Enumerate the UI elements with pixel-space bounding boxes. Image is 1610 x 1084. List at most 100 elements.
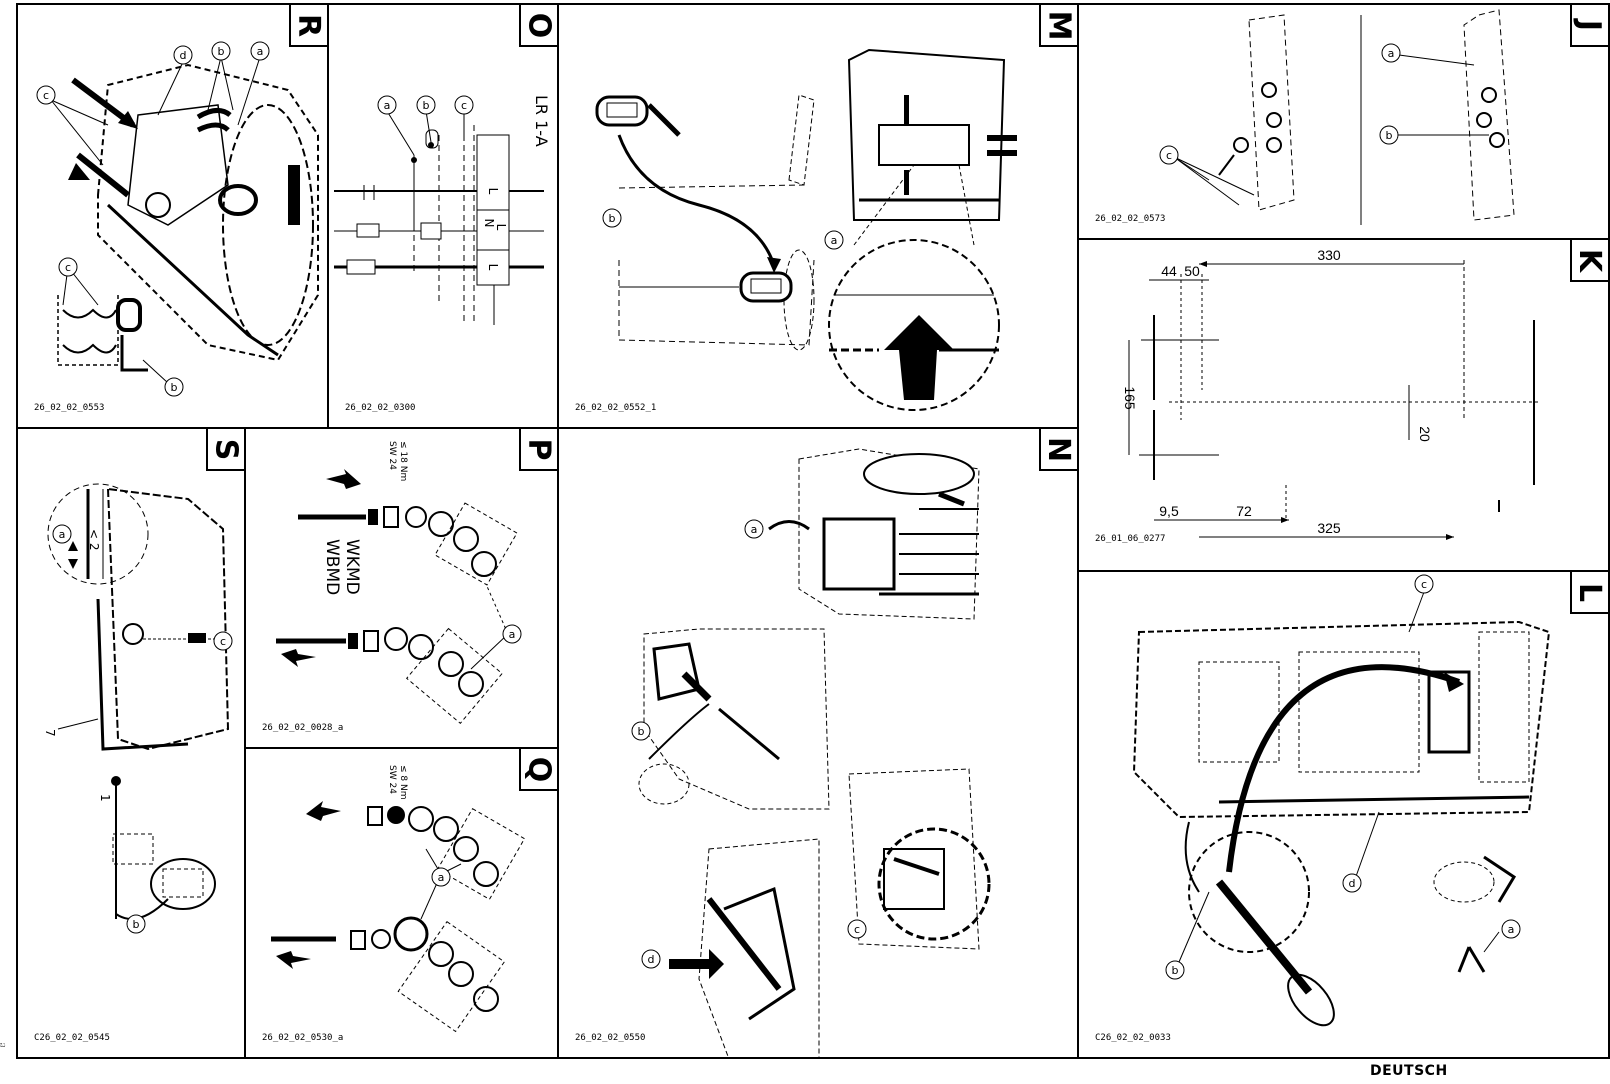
panel-j-illustration: c a b bbox=[1159, 9, 1515, 225]
svg-text:a: a bbox=[1508, 923, 1515, 936]
panel-j: J c a b 26_02_02_0573 bbox=[1077, 3, 1610, 240]
panel-o: O LR 1-A bbox=[327, 3, 559, 429]
callout-a: a bbox=[52, 524, 72, 544]
callout-d: d bbox=[641, 949, 661, 969]
dim-330: 330 bbox=[1317, 247, 1341, 263]
svg-text:a: a bbox=[384, 99, 391, 112]
figure-code: 26_02_02_0550 bbox=[575, 1033, 646, 1043]
dim-325: 325 bbox=[1317, 520, 1341, 536]
svg-text:c: c bbox=[1166, 149, 1172, 162]
svg-text:a: a bbox=[751, 523, 758, 536]
panel-q-illustration: a bbox=[271, 801, 526, 1033]
dim-72: 72 bbox=[1236, 503, 1252, 519]
svg-text:a: a bbox=[1388, 47, 1395, 60]
callout-c1: c bbox=[36, 85, 56, 105]
svg-text:c: c bbox=[1421, 578, 1427, 591]
callout-a: a bbox=[824, 230, 844, 250]
panel-l: L c d b a bbox=[1077, 570, 1610, 1059]
svg-text:b: b bbox=[133, 918, 140, 931]
svg-text:a: a bbox=[257, 45, 264, 58]
panel-letter: S bbox=[206, 429, 244, 471]
terminal-l2: L bbox=[494, 224, 508, 231]
svg-text:c: c bbox=[43, 89, 49, 102]
svg-text:a: a bbox=[509, 628, 516, 641]
callout-a: a bbox=[250, 41, 270, 61]
panel-n: N bbox=[557, 427, 1079, 1059]
callout-c2: c bbox=[58, 257, 78, 277]
panel-letter: P bbox=[519, 429, 557, 471]
callout-c: c bbox=[1414, 574, 1434, 594]
item-1: 1 bbox=[98, 794, 112, 802]
svg-text:b: b bbox=[423, 99, 430, 112]
terminal-n: N bbox=[482, 219, 496, 228]
dim-44: 44 bbox=[1161, 263, 1177, 279]
wiring-diagram: a b c L N L L bbox=[334, 95, 544, 325]
figure-code: 26_02_02_0552_1 bbox=[575, 403, 657, 413]
callout-c: c bbox=[847, 919, 867, 939]
panel-letter: L bbox=[1570, 572, 1608, 614]
callout-a: a bbox=[502, 624, 522, 644]
callout-b: b bbox=[126, 914, 146, 934]
panel-r-illustration: c d b a c b bbox=[36, 41, 319, 397]
panel-s-illustration: < 2 7 1 a c b bbox=[43, 483, 233, 934]
svg-text:d: d bbox=[180, 49, 187, 62]
dim-165: 165 bbox=[1122, 386, 1138, 410]
svg-text:c: c bbox=[220, 635, 226, 648]
figure-code: 26_02_02_0300 bbox=[345, 403, 416, 413]
callout-a: a bbox=[431, 867, 451, 887]
callout-b2: b bbox=[164, 377, 184, 397]
item-7: 7 bbox=[43, 729, 57, 737]
panel-q: Q ≤ 8 Nm SW 24 a 26_02_02_0530_a bbox=[244, 747, 559, 1059]
dim-20: 20 bbox=[1417, 426, 1433, 442]
terminal-l3: L bbox=[486, 264, 500, 271]
callout-c: c bbox=[454, 95, 474, 115]
terminal-l1: L bbox=[486, 188, 500, 195]
svg-text:a: a bbox=[59, 528, 66, 541]
figure-code: 26_02_02_0530_a bbox=[262, 1033, 344, 1043]
panel-letter: R bbox=[289, 5, 327, 47]
figure-code: C26_02_02_0545 bbox=[34, 1033, 110, 1043]
callout-b1: b bbox=[211, 41, 231, 61]
figure-code: 26_01_06_0277 bbox=[1095, 534, 1166, 544]
svg-text:b: b bbox=[171, 381, 178, 394]
panel-r: R bbox=[16, 3, 329, 429]
svg-text:b: b bbox=[609, 212, 616, 225]
svg-text:b: b bbox=[1386, 129, 1393, 142]
panel-letter: N bbox=[1039, 429, 1077, 471]
gap-label: < 2 bbox=[87, 529, 101, 551]
callout-a: a bbox=[377, 95, 397, 115]
callout-b: b bbox=[602, 208, 622, 228]
panel-letter: O bbox=[519, 5, 557, 47]
dim-9-5: 9,5 bbox=[1159, 503, 1179, 519]
svg-text:c: c bbox=[461, 99, 467, 112]
footer-language: DEUTSCH bbox=[1370, 1063, 1448, 1079]
svg-text:c: c bbox=[854, 923, 860, 936]
panel-s: S < 2 7 1 a c b C26_02_0 bbox=[16, 427, 246, 1059]
panel-letter: M bbox=[1039, 5, 1077, 47]
callout-a: a bbox=[744, 519, 764, 539]
callout-b: b bbox=[1165, 960, 1185, 980]
panel-m: M bbox=[557, 3, 1079, 429]
panel-l-illustration: c d b a bbox=[1132, 574, 1551, 1027]
figure-code: 26_02_02_0028_a bbox=[262, 723, 344, 733]
callout-b: b bbox=[416, 95, 436, 115]
svg-text:d: d bbox=[648, 953, 655, 966]
callout-d: d bbox=[173, 45, 193, 65]
figure-code: C26_02_02_0033 bbox=[1095, 1033, 1171, 1043]
svg-text:a: a bbox=[831, 234, 838, 247]
svg-text:b: b bbox=[638, 725, 645, 738]
dimension-drawing: 330 44 50 165 20 9,5 bbox=[1122, 247, 1539, 540]
callout-b: b bbox=[631, 721, 651, 741]
callout-d: d bbox=[1342, 873, 1362, 893]
panel-letter: J bbox=[1570, 5, 1608, 47]
callout-a: a bbox=[1501, 919, 1521, 939]
panel-letter: Q bbox=[519, 749, 557, 791]
panel-p-illustration: a bbox=[276, 469, 522, 725]
panel-k: K 330 44 50 165 20 bbox=[1077, 238, 1610, 572]
svg-text:c: c bbox=[65, 261, 71, 274]
panel-n-illustration: a b d c bbox=[631, 448, 991, 1057]
svg-text:b: b bbox=[1172, 964, 1179, 977]
margin-mark: ಬ bbox=[0, 1040, 6, 1049]
dim-50: 50 bbox=[1184, 263, 1200, 279]
